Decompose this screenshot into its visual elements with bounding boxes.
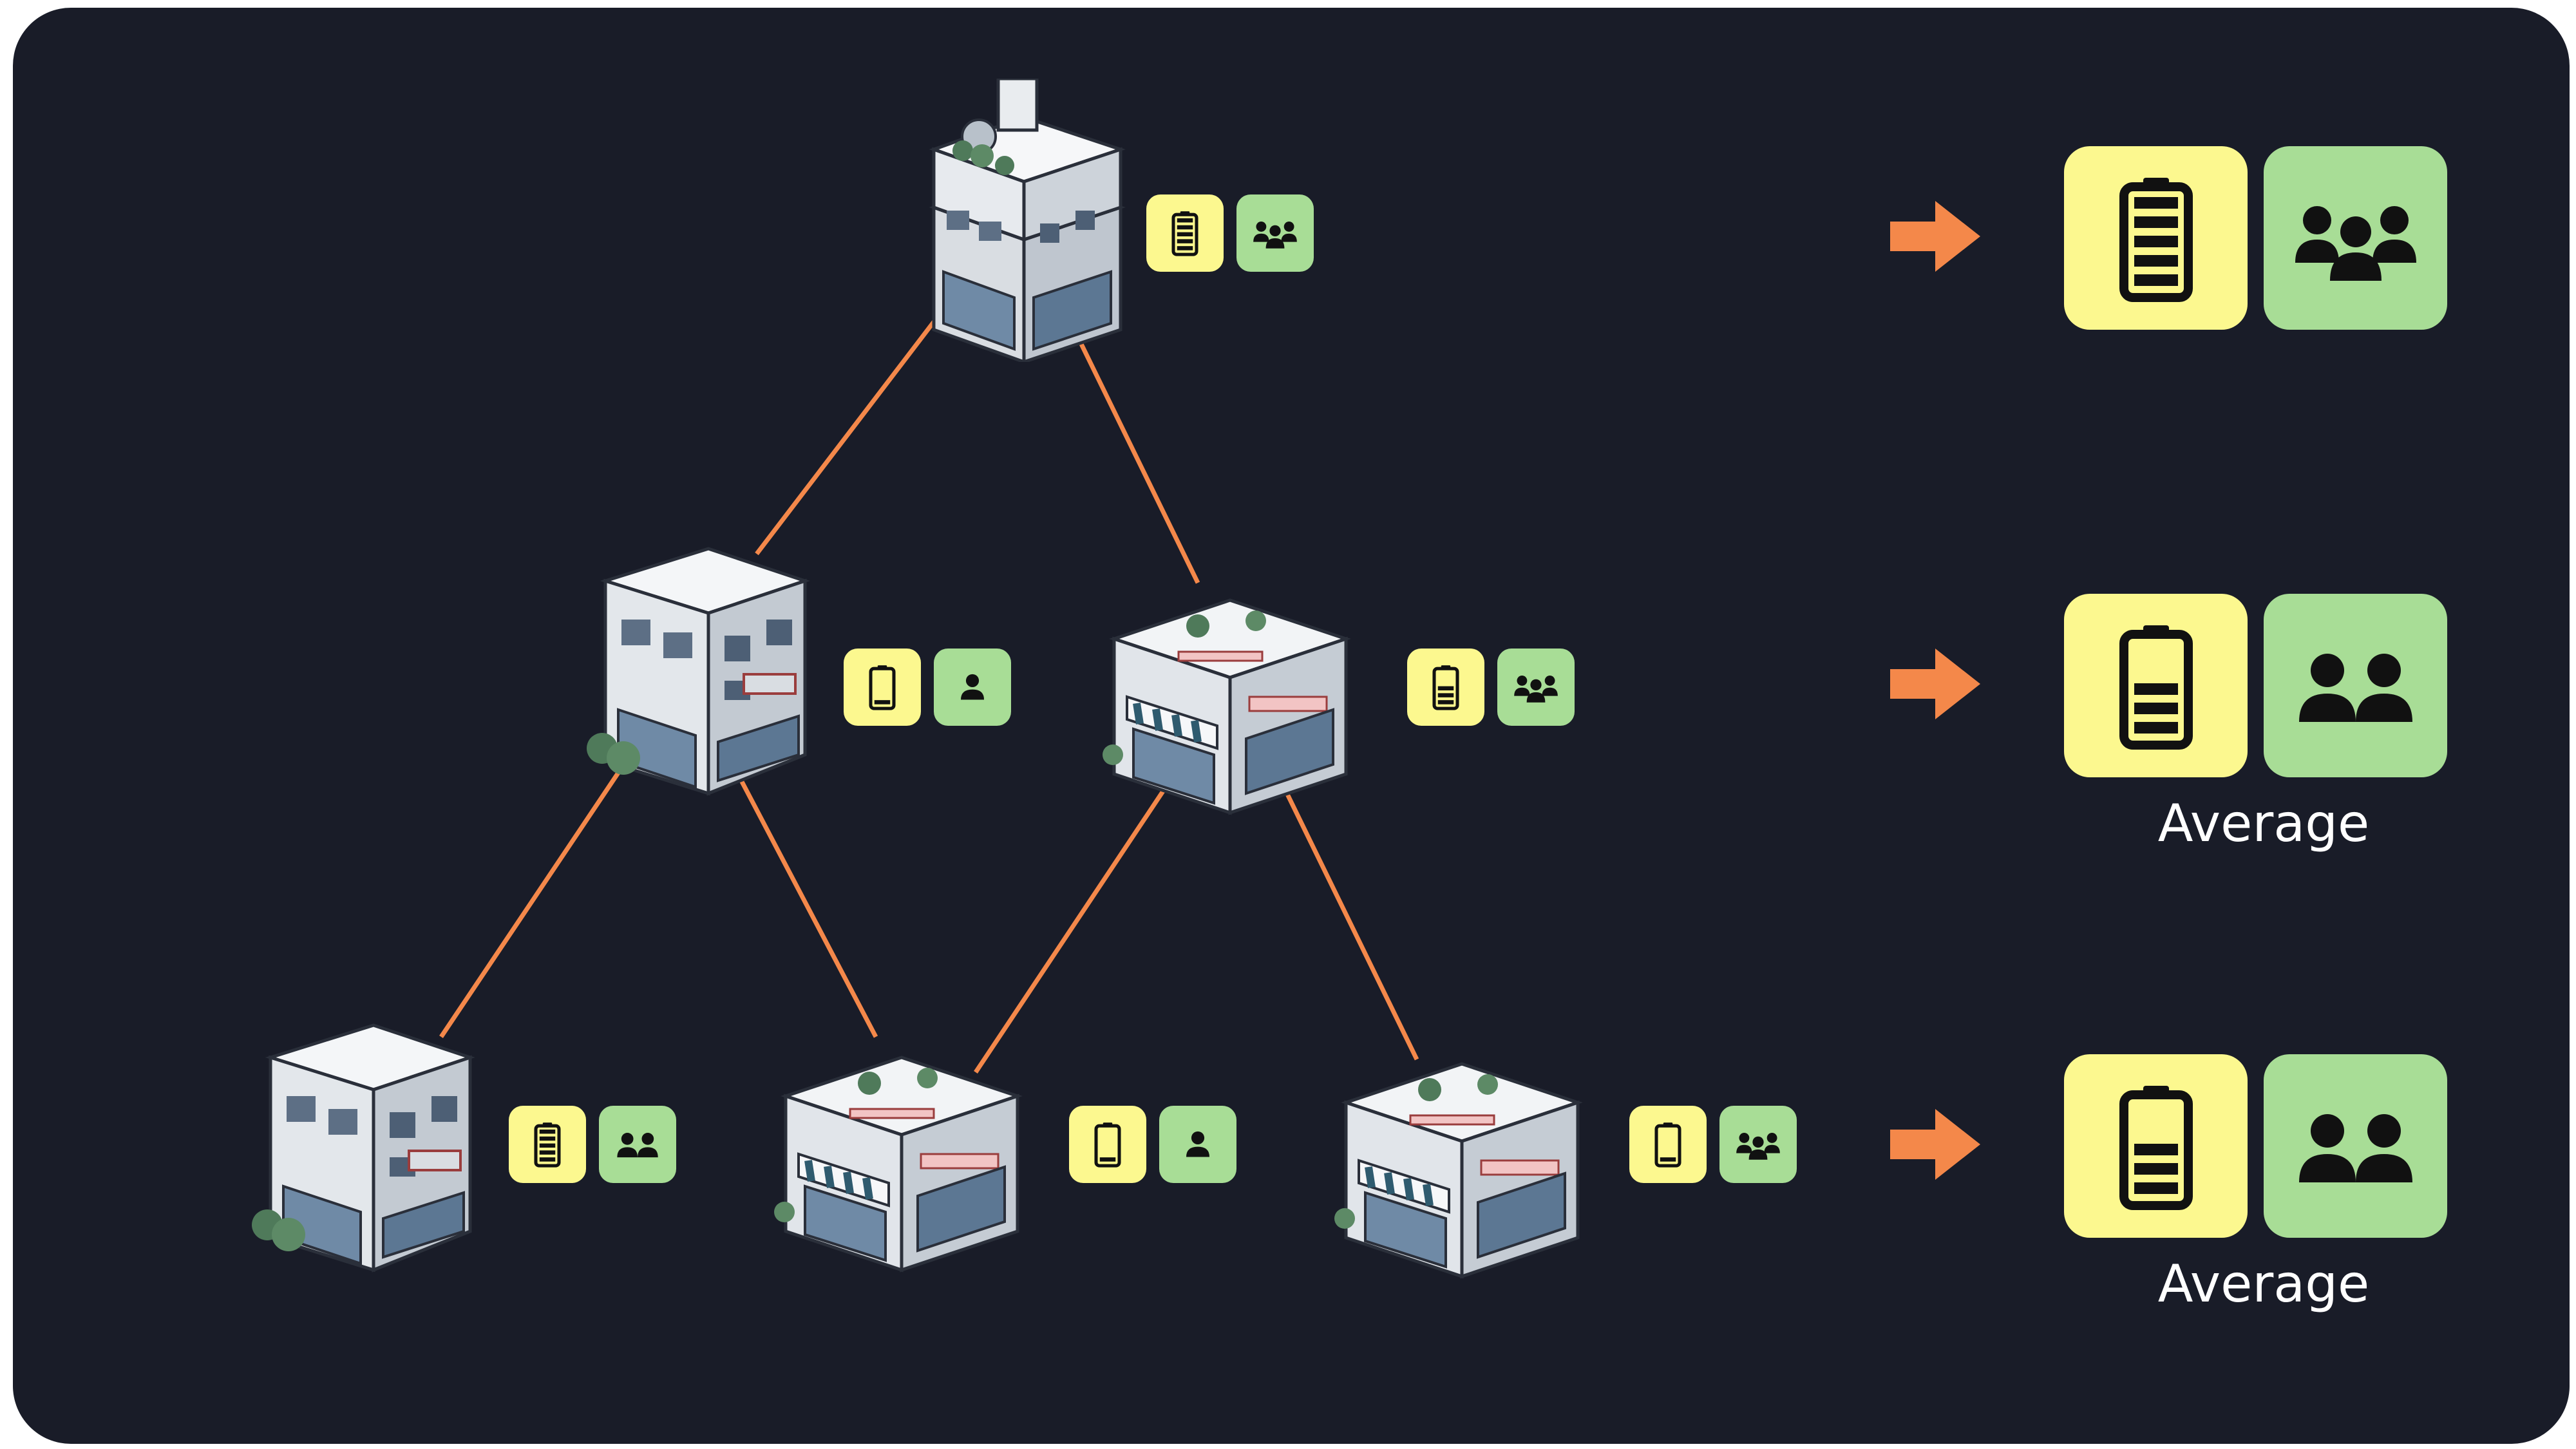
group-of-three-icon: [1236, 194, 1314, 272]
summary-pair-of-people-icon: [2264, 1054, 2447, 1238]
summary-battery-medium-icon: [2064, 1054, 2248, 1238]
building-bottom-left-office-block-icon: [251, 1012, 496, 1279]
average-label: Average: [2157, 793, 2370, 853]
diagram-panel: Average Average: [13, 8, 2570, 1444]
edge-mid-left-to-bottom-middle: [738, 778, 878, 1038]
building-mid-right-storefront-icon: [1101, 581, 1359, 822]
building-mid-left-office-block-icon: [586, 536, 831, 802]
battery-full-icon: [509, 1106, 586, 1183]
summary-battery-medium-icon: [2064, 594, 2248, 777]
single-person-icon: [934, 649, 1011, 726]
node-mid-right-badges: [1407, 649, 1575, 726]
building-bottom-middle-storefront-icon: [773, 1038, 1030, 1279]
battery-medium-icon: [1407, 649, 1484, 726]
building-top-office-tower-icon: [908, 77, 1140, 365]
summary-pair-of-people-icon: [2264, 594, 2447, 777]
node-bottom-left-badges: [509, 1106, 676, 1183]
edge-mid-left-to-bottom-left: [439, 772, 620, 1038]
arrow-right-icon: [1890, 1109, 1980, 1182]
edge-mid-right-to-bottom-middle: [974, 772, 1177, 1074]
edge-mid-right-to-bottom-right: [1282, 788, 1419, 1061]
average-label: Average: [2157, 1254, 2370, 1314]
battery-low-icon: [844, 649, 921, 726]
arrow-right-icon: [1890, 649, 1980, 722]
summary-group-of-three-icon: [2264, 146, 2447, 330]
group-of-three-icon: [1497, 649, 1575, 726]
node-mid-left-badges: [844, 649, 1011, 726]
group-of-three-icon: [1719, 1106, 1797, 1183]
single-person-icon: [1159, 1106, 1236, 1183]
arrow-right-icon: [1890, 201, 1980, 274]
edge-top-to-mid-right: [1063, 311, 1200, 584]
node-top-badges: [1146, 194, 1314, 272]
battery-full-icon: [1146, 194, 1224, 272]
battery-low-icon: [1629, 1106, 1707, 1183]
edge-top-to-mid-left: [755, 307, 945, 556]
building-bottom-right-storefront-icon: [1333, 1045, 1591, 1285]
pair-of-people-icon: [599, 1106, 676, 1183]
node-bottom-middle-badges: [1069, 1106, 1236, 1183]
battery-low-icon: [1069, 1106, 1146, 1183]
node-bottom-right-badges: [1629, 1106, 1797, 1183]
network-edges: [439, 307, 1419, 1074]
summary-battery-full-icon: [2064, 146, 2248, 330]
